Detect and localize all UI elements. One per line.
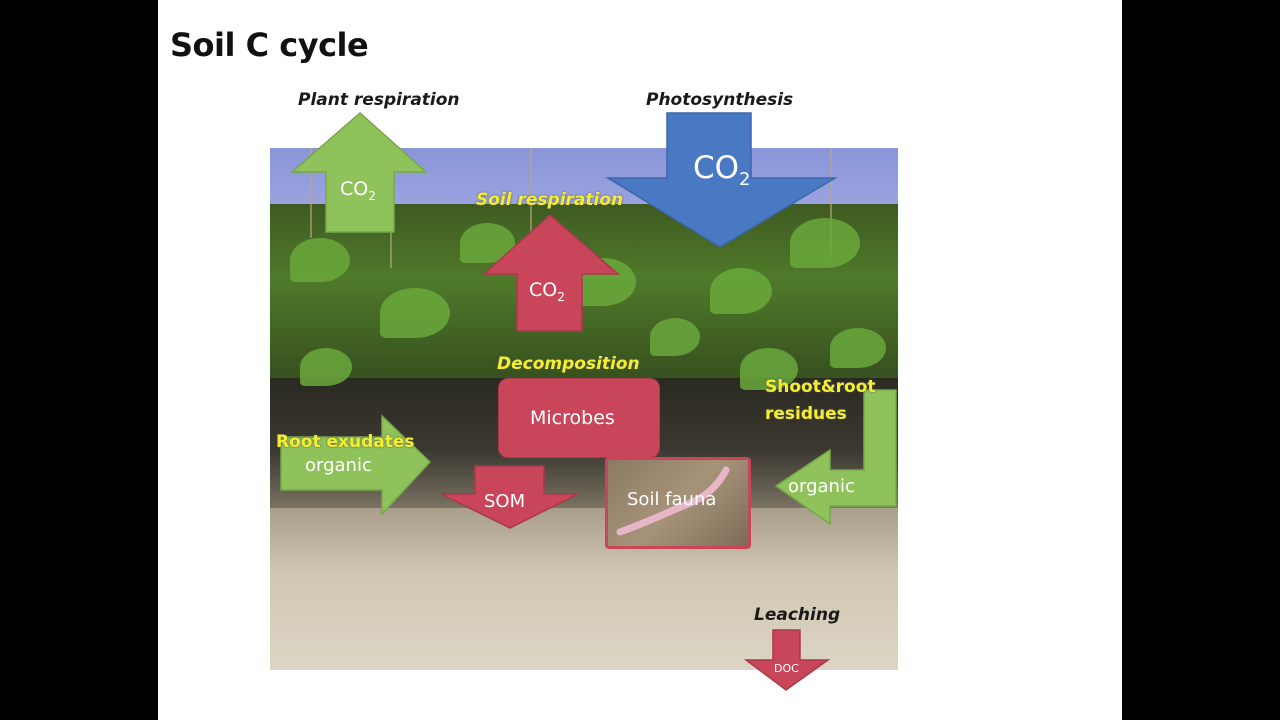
plant-co2-label: CO2 xyxy=(340,178,376,203)
photosynthesis-arrow xyxy=(605,112,838,248)
soil-respiration-arrow xyxy=(482,214,621,332)
earthworm-icon xyxy=(616,466,730,536)
caption-leaching: Leaching xyxy=(754,605,841,625)
leaf xyxy=(380,288,450,338)
slide-title: Soil C cycle xyxy=(170,26,369,64)
leaf xyxy=(830,328,886,368)
grass-stem xyxy=(830,148,832,258)
som-arrow xyxy=(440,465,579,529)
microbes-label: Microbes xyxy=(530,407,615,429)
photosynthesis-co2-label: CO2 xyxy=(693,150,751,191)
microbes-box xyxy=(498,378,660,458)
doc-label: DOC xyxy=(774,662,799,675)
leaf xyxy=(790,218,860,268)
residues-label-line1: Shoot&root xyxy=(765,377,876,397)
leaf xyxy=(710,268,772,314)
leaf xyxy=(290,238,350,282)
plant-respiration-arrow xyxy=(289,112,428,233)
doc-arrow xyxy=(743,629,831,691)
caption-photosynthesis: Photosynthesis xyxy=(646,90,794,110)
residues-organic-label: organic xyxy=(788,476,855,497)
soil-respiration-label: Soil respiration xyxy=(476,190,624,210)
root-exudates-organic-label: organic xyxy=(305,455,372,476)
leaf xyxy=(650,318,700,356)
leaf xyxy=(740,348,798,390)
residues-arrow xyxy=(774,389,897,526)
soil-fauna-box xyxy=(605,457,751,549)
grass-stem xyxy=(310,148,312,238)
soil-co2-label: CO2 xyxy=(529,279,565,304)
leaf xyxy=(300,348,352,386)
soil-fauna-label: Soil fauna xyxy=(627,489,717,510)
root-exudates-label: Root exudates xyxy=(276,432,415,452)
caption-plant-respiration: Plant respiration xyxy=(298,90,460,110)
arrow-layer xyxy=(280,112,897,691)
som-label: SOM xyxy=(484,491,526,512)
grass-stem xyxy=(530,148,532,248)
decomposition-label: Decomposition xyxy=(497,354,640,374)
residues-label-line2: residues xyxy=(765,404,847,424)
root-exudates-arrow xyxy=(280,414,432,516)
slide: Soil C cycle Plant respiration Photosynt… xyxy=(158,0,1122,720)
